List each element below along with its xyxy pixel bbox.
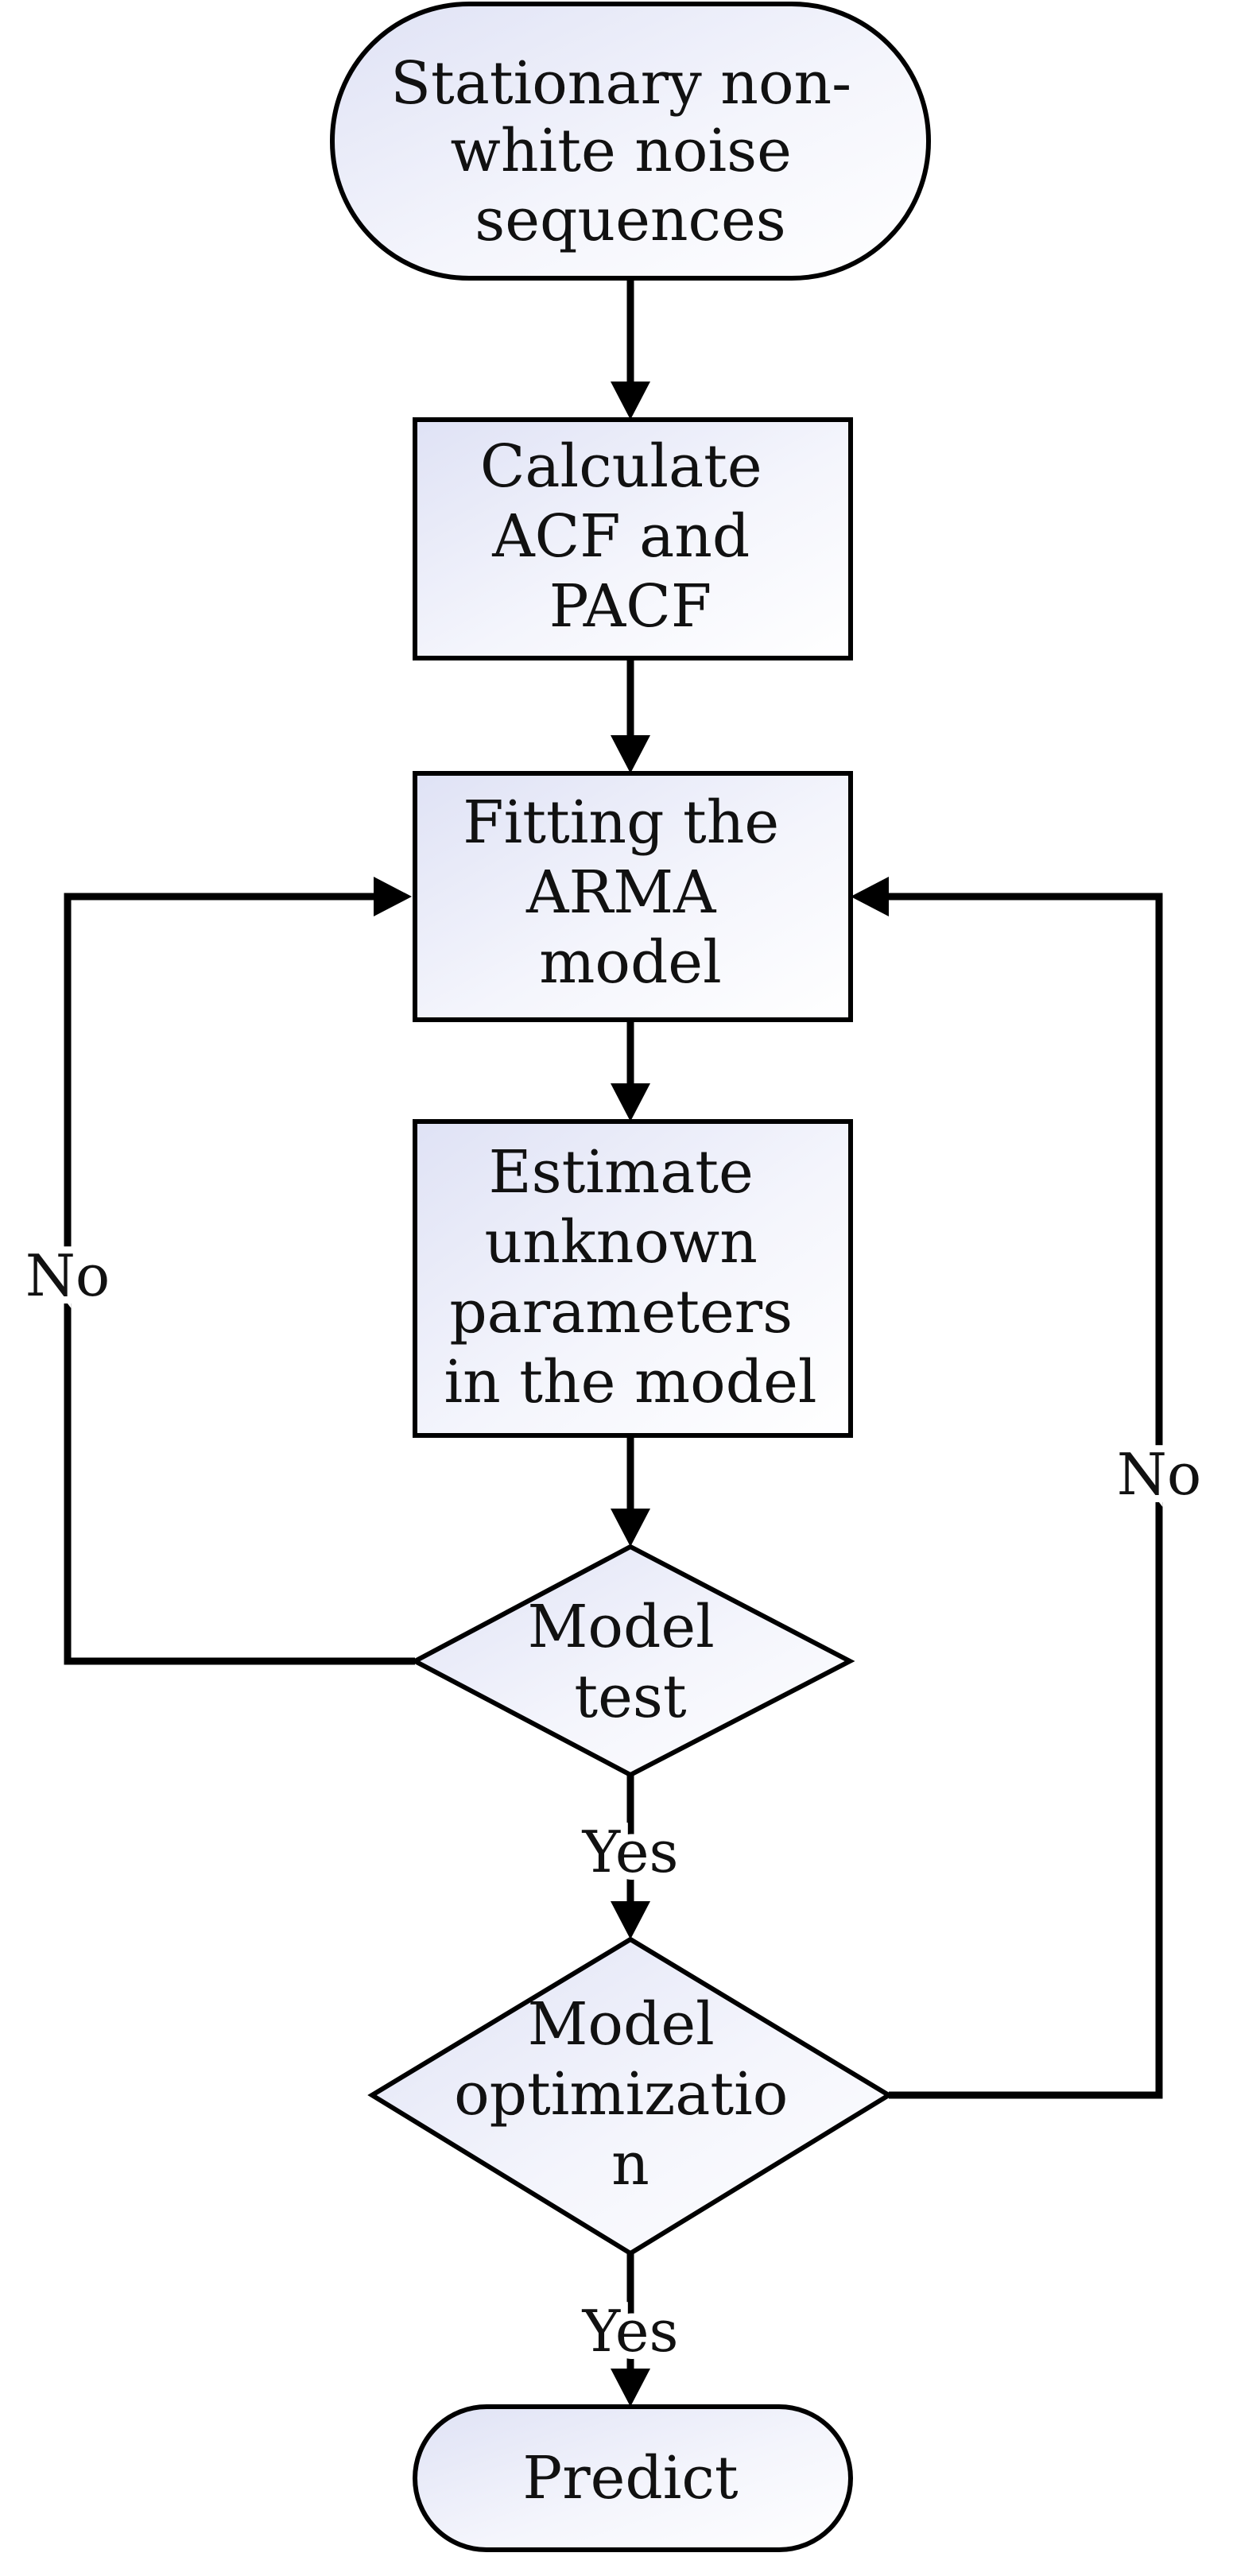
optimize-label-line: Model bbox=[528, 1990, 715, 2059]
test-no-label: No bbox=[25, 1242, 110, 1309]
test-yes-label: Yes bbox=[582, 1819, 679, 1885]
predict-terminal bbox=[413, 2404, 853, 2552]
connectors bbox=[64, 278, 1163, 2407]
arrowhead-acf bbox=[611, 382, 650, 420]
calculate-acf-pacf-process bbox=[413, 417, 853, 660]
fit-label: Fitting the ARMA model bbox=[463, 788, 797, 997]
acf-label-line: PACF bbox=[549, 572, 711, 641]
test-label-line: Model bbox=[528, 1593, 715, 1661]
arrowhead-fit-right bbox=[851, 877, 889, 916]
test-label-line: test bbox=[574, 1663, 687, 1731]
fit-label-line: ARMA bbox=[525, 858, 717, 927]
start-label-line: sequences bbox=[475, 186, 785, 254]
estimate-label: Estimate unknown parameters in the model bbox=[444, 1138, 816, 1416]
optimize-no-label: No bbox=[1117, 1441, 1201, 1508]
predict-label: Predict bbox=[522, 2444, 738, 2512]
arrowhead-fit-left bbox=[374, 877, 412, 916]
start-label-line: white noise bbox=[451, 117, 792, 185]
loop-optimize-no-to-fit bbox=[889, 893, 1163, 2099]
start-label: Stationary non- white noise sequences bbox=[390, 49, 870, 254]
arrowhead-predict bbox=[611, 2369, 650, 2407]
estimate-label-line: parameters bbox=[449, 1278, 793, 1346]
optimize-label-line: n bbox=[611, 2130, 649, 2198]
fit-label-line: model bbox=[539, 928, 722, 997]
model-optimization-decision bbox=[367, 1936, 894, 2256]
estimate-parameters-process bbox=[413, 1119, 853, 1438]
arrowhead-estimate bbox=[611, 1083, 650, 1121]
optimize-label-line: optimizatio bbox=[454, 2060, 788, 2129]
fit-label-line: Fitting the bbox=[463, 788, 779, 857]
estimate-label-line: in the model bbox=[444, 1348, 816, 1416]
loop-test-no-to-fit bbox=[64, 893, 415, 1665]
optimize-label: Model optimizatio n bbox=[454, 1990, 807, 2198]
test-label: Model test bbox=[528, 1593, 734, 1731]
start-label-line: Stationary non- bbox=[390, 49, 851, 118]
estimate-label-line: unknown bbox=[485, 1208, 758, 1276]
estimate-label-line: Estimate bbox=[489, 1138, 754, 1207]
arrowhead-optimize bbox=[611, 1901, 650, 1939]
acf-label-line: Calculate bbox=[480, 432, 762, 501]
acf-label-line: ACF and bbox=[491, 502, 750, 571]
acf-label: Calculate ACF and PACF bbox=[480, 432, 781, 641]
arrowhead-fit bbox=[611, 735, 650, 773]
start-terminal bbox=[330, 2, 931, 281]
fit-arma-process bbox=[413, 771, 853, 1022]
model-test-decision bbox=[409, 1544, 855, 1778]
optimize-yes-label: Yes bbox=[582, 2298, 679, 2365]
arrowhead-test bbox=[611, 1509, 650, 1547]
